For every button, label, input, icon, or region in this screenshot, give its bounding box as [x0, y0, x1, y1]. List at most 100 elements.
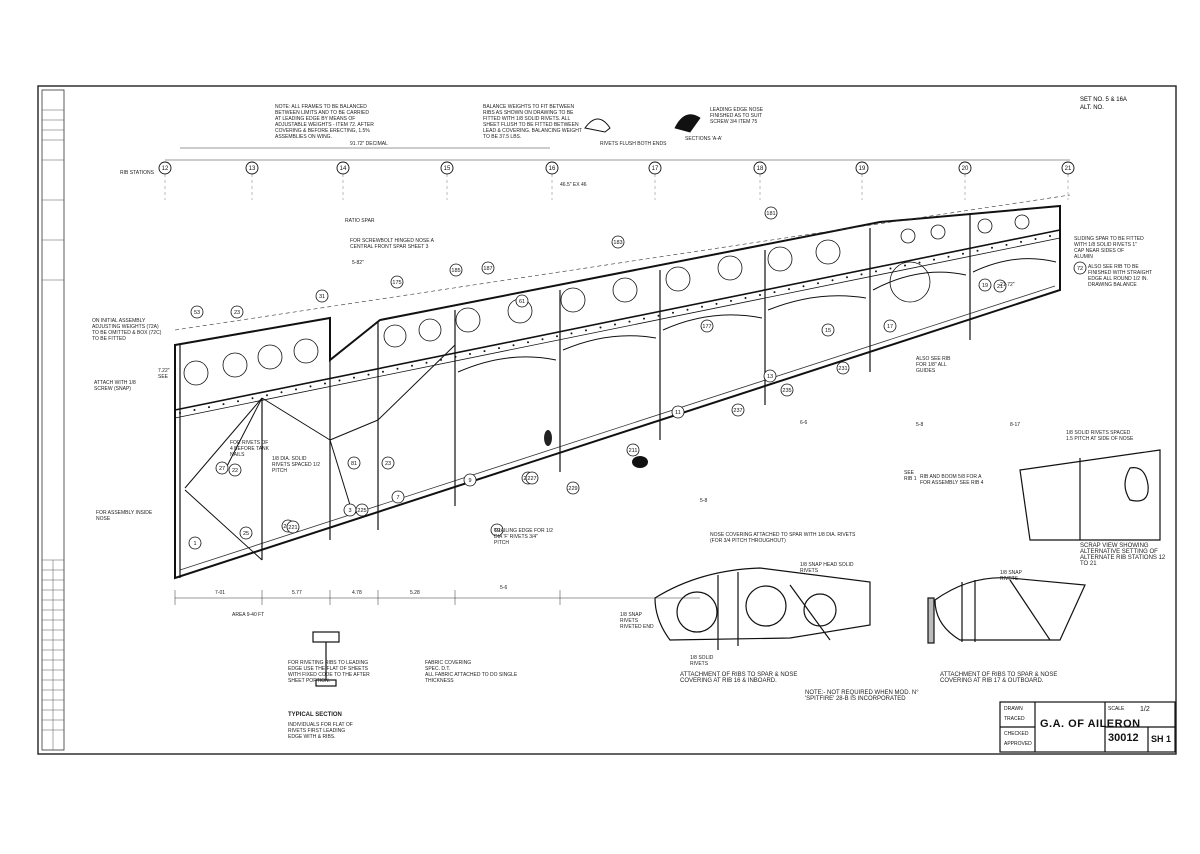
station-label: 15 [444, 166, 451, 172]
part-balloon [347, 456, 361, 470]
part-balloon [481, 261, 495, 275]
part-number: 13 [767, 374, 773, 380]
part-balloon [763, 369, 777, 383]
rivet-dot [324, 382, 326, 385]
part-number: 69 [494, 528, 500, 534]
part-number: 27 [219, 466, 225, 472]
note-attachment-outboard: ATTACHMENT OF RIBS TO SPAR & NOSE COVERI… [940, 672, 1058, 684]
dimension-d2: 5.77 [292, 590, 302, 596]
note-initial-assembly: ON INITIAL ASSEMBLY ADJUSTING WEIGHTS (7… [92, 318, 162, 342]
rivet-dot [541, 338, 544, 341]
rivet-dot [396, 367, 399, 370]
note-ratio-spar: RATIO SPAR [345, 218, 375, 224]
rivet-dot [527, 341, 529, 344]
rivet-dot [411, 364, 413, 367]
note-attach-screw: ATTACH WITH 1/8 SCREW (SNAP) [94, 380, 136, 392]
lightening-holes [183, 214, 1030, 386]
typical-section [312, 631, 340, 687]
part-number: 7 [396, 495, 399, 501]
note-rib-boom: RIB AND BOOM 5/8 FOR A FOR ASSEMBLY SEE … [920, 474, 984, 486]
part-number: 237 [733, 408, 742, 414]
part-number: 185 [451, 268, 460, 274]
part-balloon [611, 235, 625, 249]
note-solid: 1/8 SOLID RIVETS [690, 655, 714, 667]
part-balloon [215, 461, 229, 475]
rivet-dot [469, 353, 471, 355]
part-balloon [515, 294, 529, 308]
title-checked: CHECKED [1004, 731, 1029, 737]
rivet-dot [846, 276, 848, 279]
rivet-dot [933, 258, 935, 261]
part-number: 22 [232, 468, 238, 474]
dimension-height-a: 7.22" SEE [158, 368, 170, 380]
rivet-dot [295, 388, 297, 391]
rivet-dot [860, 273, 863, 276]
drawing-title: G.A. OF AILERON [1040, 718, 1141, 730]
aileron-outline [174, 204, 1061, 580]
part-balloon [490, 523, 504, 537]
part-number: 235 [782, 388, 791, 394]
part-number: 229 [568, 486, 577, 492]
rivet-dot [309, 385, 312, 388]
note-rib-ref: SEE RIB 1 [904, 470, 917, 482]
set-number-stamp: SET NO. 5 & 16A ALT. NO. [1080, 96, 1127, 112]
rivet-dot [991, 246, 993, 249]
part-balloon [700, 319, 714, 333]
part-balloon [1073, 261, 1087, 275]
note-sections: SECTIONS 'A-A' [685, 136, 723, 142]
note-snap: 1/8 SNAP RIVETS [1000, 570, 1022, 582]
leading-edge-line [174, 194, 1071, 331]
station-label: 14 [340, 166, 347, 172]
note-fabric: FABRIC COVERING SPEC. D.T. [425, 660, 472, 672]
rivet-dot [425, 361, 428, 364]
part-number: 183 [613, 240, 622, 246]
note-straight-edge: ALSO SEE RIB TO BE FINISHED WITH STRAIGH… [1088, 264, 1153, 288]
part-number: 61 [519, 299, 525, 305]
ribs [179, 214, 971, 578]
part-balloon [230, 305, 244, 319]
part-balloon [525, 471, 539, 485]
note-attachment-inboard: ATTACHMENT OF RIBS TO SPAR & NOSE COVERI… [680, 672, 798, 684]
note-fork: FOR ASSEMBLY INSIDE NOSE [96, 510, 153, 522]
dimension-overall: 91.72" DECIMAL [350, 141, 388, 147]
note-not-required: NOTE:- NOT REQUIRED WHEN MOD. N° 'SPITFI… [805, 690, 919, 702]
part-balloon [228, 463, 242, 477]
rivet-dot [904, 264, 906, 267]
dimension-d9: 5-8 [916, 422, 924, 428]
station-label: 17 [652, 166, 659, 172]
nose-rib-detail [654, 567, 871, 650]
dimension-d4: 5.28 [410, 590, 420, 596]
rivet-dot [251, 397, 254, 400]
rivet-dot [266, 394, 268, 397]
rivet-dot [701, 305, 703, 308]
rivet-dot [1049, 235, 1051, 237]
part-number: 23 [385, 461, 391, 467]
dimension-d6: 5-8 [700, 498, 708, 504]
rib-arches [457, 258, 1057, 373]
part-number: 25 [243, 531, 249, 537]
rivet-dot [1020, 240, 1022, 243]
rivet-dot [599, 326, 602, 329]
note-snap-head: 1/8 SNAP HEAD SOLID RIVETS [800, 562, 854, 574]
note-snap-riveted: 1/8 SNAP RIVETS RIVETED END [620, 612, 654, 630]
left-margin-ticks [42, 109, 64, 750]
rivet-dot [918, 261, 921, 264]
part-balloon [449, 263, 463, 277]
sheet-number: SH 1 [1151, 734, 1172, 744]
part-balloon [463, 473, 477, 487]
rivet-dot [730, 299, 732, 302]
dimension-span-mid: 46.5" ex 46 [560, 182, 587, 188]
station-label: 19 [859, 166, 866, 172]
dimension-d1: 7-01 [215, 590, 226, 596]
part-number: 19 [982, 283, 988, 289]
note-balance-weights: BALANCE WEIGHTS TO FIT BETWEEN RIBS AS S… [483, 104, 582, 140]
part-balloon [315, 289, 329, 303]
part-number: 1 [193, 541, 196, 547]
part-number: 225 [357, 508, 366, 514]
station-label: 18 [757, 166, 764, 172]
part-balloon [993, 279, 1007, 293]
rivet-dot [875, 270, 877, 273]
rivet-dot [570, 332, 573, 335]
part-balloon [883, 319, 897, 333]
